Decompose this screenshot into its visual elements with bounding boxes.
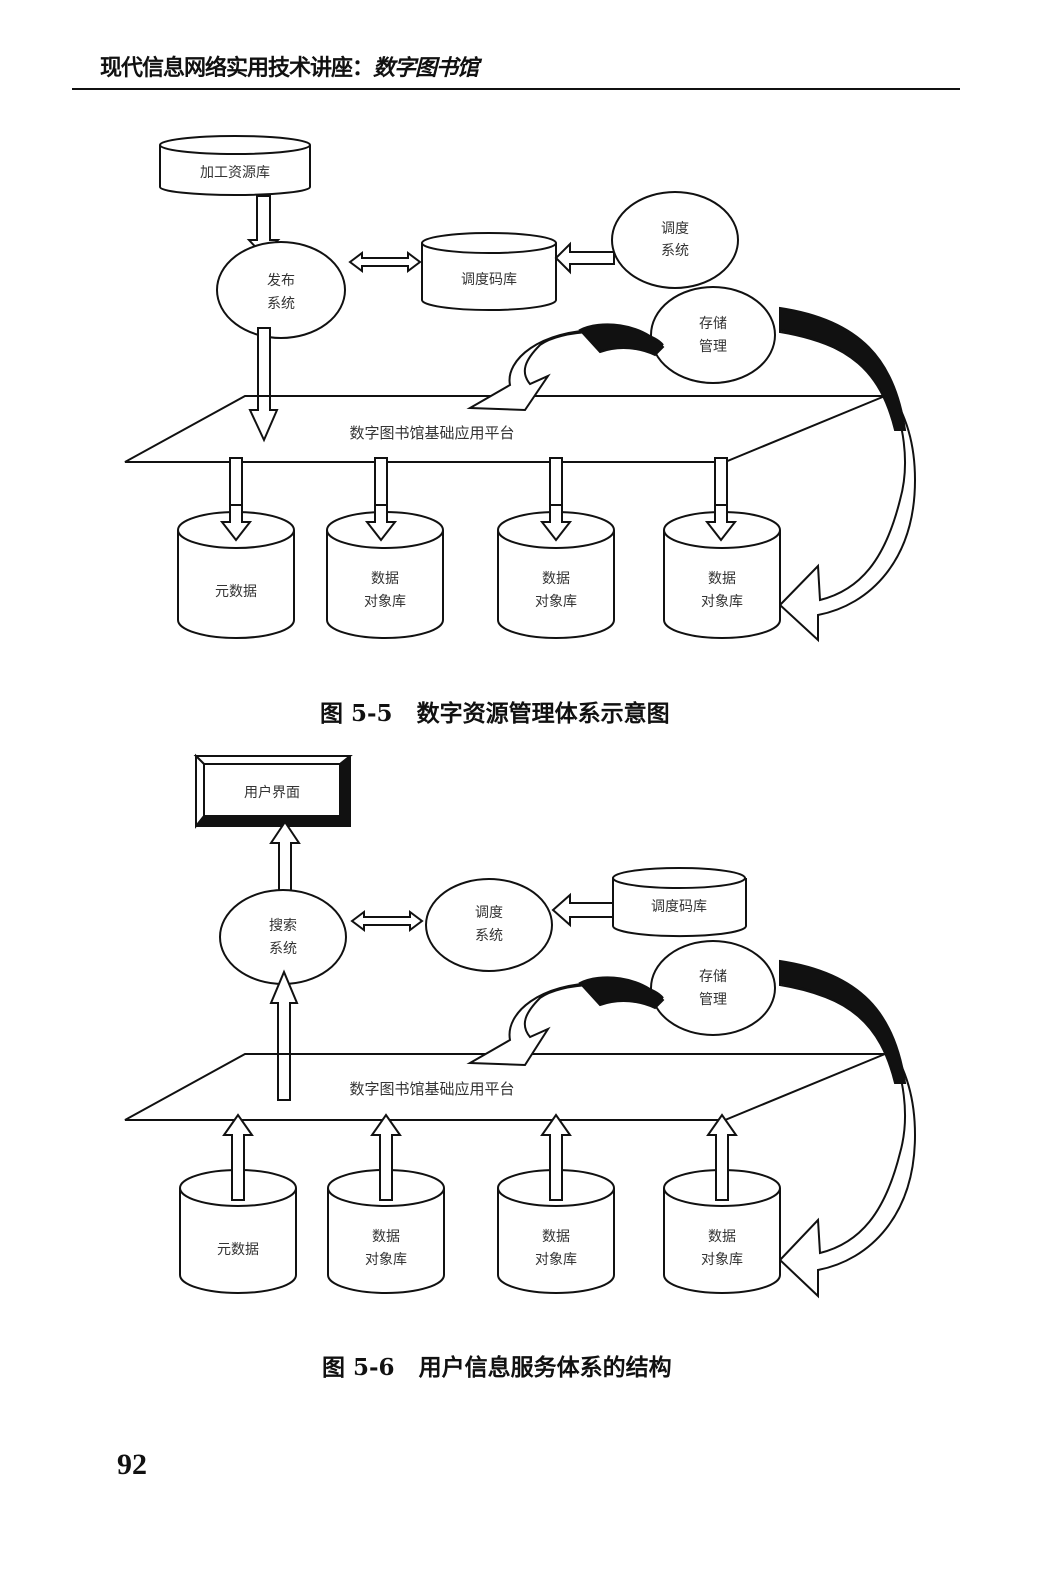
storage-mgmt-ellipse — [650, 286, 776, 384]
page-number: 92 — [117, 1448, 147, 1481]
label-processing-repo: 加工资源库 — [200, 165, 270, 181]
arrow-code-to-schedule — [551, 892, 616, 928]
label-schedule-1: 调度 — [661, 221, 689, 237]
label-schedule-56-1: 调度 — [475, 905, 503, 921]
schedule-code-repo-cylinder-56 — [612, 867, 747, 938]
label-db-3a: 数据 — [542, 571, 570, 587]
label-storage-56-2: 管理 — [699, 992, 727, 1008]
curved-arrow-storage-to-db4 — [778, 308, 917, 643]
db-cylinders-fig55 — [177, 511, 781, 639]
db-cylinders-fig56 — [179, 1169, 781, 1294]
label-db-4a: 数据 — [708, 571, 736, 587]
label-platform-56: 数字图书馆基础应用平台 — [349, 1080, 514, 1098]
label-db56-2b: 对象库 — [365, 1252, 407, 1268]
label-db56-1: 元数据 — [217, 1242, 259, 1258]
processing-repo-cylinder — [159, 135, 311, 196]
label-search-2: 系统 — [269, 941, 297, 957]
search-system-ellipse — [219, 889, 347, 985]
platform-down-arrows — [219, 457, 738, 542]
book-subtitle: 数字图书馆 — [373, 56, 479, 81]
label-db56-4b: 对象库 — [701, 1252, 743, 1268]
label-publish-2: 系统 — [267, 296, 295, 312]
storage-mgmt-ellipse-56 — [650, 940, 776, 1036]
label-publish-1: 发布 — [267, 273, 295, 289]
label-db-2b: 对象库 — [364, 594, 406, 610]
arrow-platform-to-search — [269, 969, 299, 1101]
label-storage-1: 存储 — [699, 316, 727, 332]
label-schedule-2: 系统 — [661, 243, 689, 259]
arrow-schedule-to-code — [554, 241, 615, 275]
figure-5-5-diagram: 加工资源库 发布 系统 调度码库 调度 系统 存储 管理 数字图书馆基础应用平台… — [124, 135, 917, 643]
label-db56-3a: 数据 — [542, 1229, 570, 1245]
arrow-publish-to-platform — [248, 327, 279, 443]
figure-5-5-caption: 图 5-5 数字资源管理体系示意图 — [320, 700, 670, 727]
figure-5-6-diagram: 用户界面 搜索 系统 调度 系统 调度码库 存储 管理 数字图书馆基础应用平台 … — [124, 753, 917, 1299]
label-schedule-code-56: 调度码库 — [651, 899, 707, 915]
platform-up-arrows — [222, 1113, 738, 1201]
label-schedule-code: 调度码库 — [461, 272, 517, 288]
label-user-interface: 用户界面 — [244, 784, 300, 801]
label-db56-3b: 对象库 — [535, 1252, 577, 1268]
book-title: 现代信息网络实用技术讲座： — [100, 56, 374, 81]
label-db56-2a: 数据 — [372, 1229, 400, 1245]
double-arrow-publish-schedule — [348, 251, 422, 273]
schedule-system-ellipse-56 — [425, 878, 553, 972]
label-db-1: 元数据 — [215, 584, 257, 600]
label-storage-2: 管理 — [699, 339, 727, 355]
publish-system-ellipse — [216, 241, 346, 339]
arrow-search-to-ui — [269, 820, 301, 896]
double-arrow-search-schedule — [350, 910, 424, 932]
label-storage-56-1: 存储 — [699, 969, 727, 985]
header-rule — [72, 88, 960, 90]
label-db-2a: 数据 — [371, 571, 399, 587]
schedule-system-ellipse — [611, 191, 739, 289]
curved-arrow-storage-to-db4-56 — [778, 961, 917, 1299]
label-platform: 数字图书馆基础应用平台 — [349, 424, 514, 442]
label-db-4b: 对象库 — [701, 594, 743, 610]
schedule-code-repo-cylinder — [421, 232, 557, 311]
label-schedule-56-2: 系统 — [475, 928, 503, 944]
figure-5-6-caption: 图 5-6 用户信息服务体系的结构 — [322, 1354, 672, 1381]
label-db-3b: 对象库 — [535, 594, 577, 610]
label-db56-4a: 数据 — [708, 1229, 736, 1245]
running-header: 现代信息网络实用技术讲座：数字图书馆 — [100, 50, 479, 82]
user-interface-box — [193, 753, 353, 829]
label-search-1: 搜索 — [269, 917, 297, 934]
